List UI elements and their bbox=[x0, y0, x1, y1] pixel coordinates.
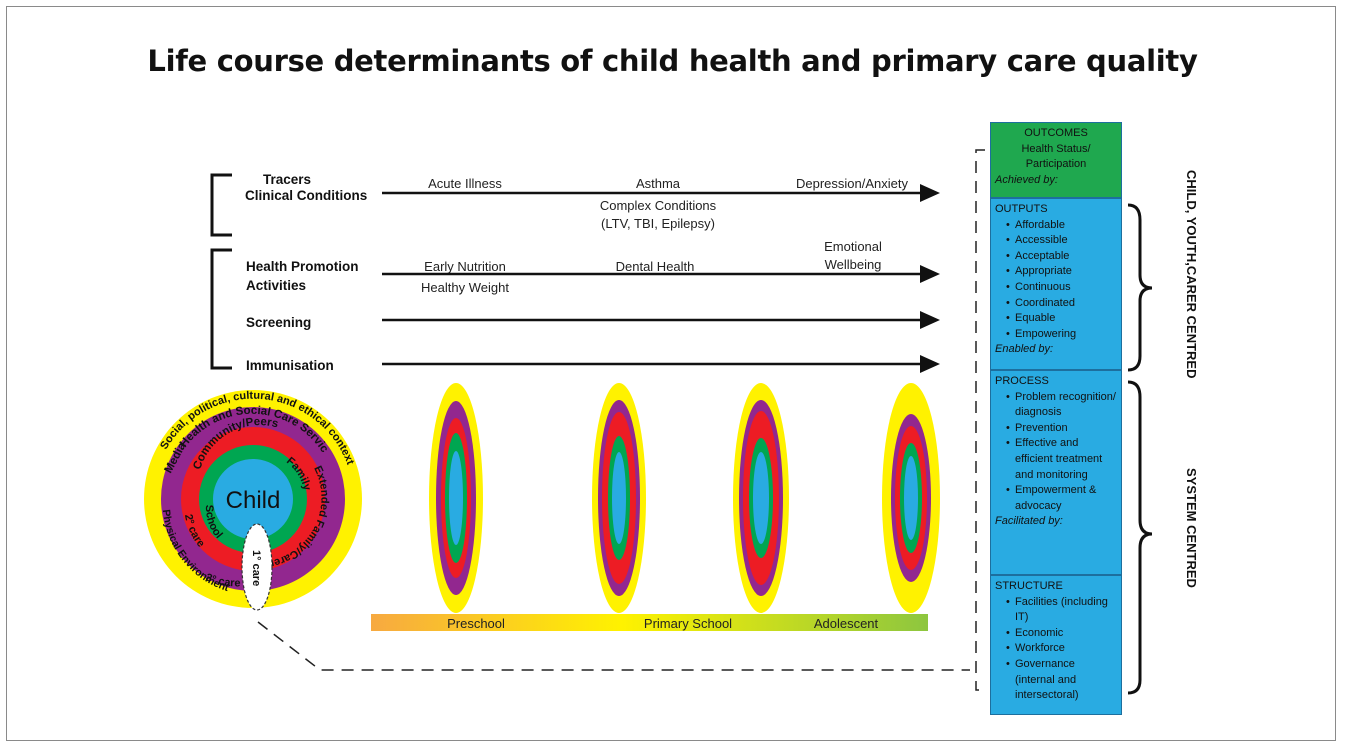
ecological-circle bbox=[144, 390, 362, 608]
label-immunisation: Immunisation bbox=[246, 358, 334, 373]
process-title: PROCESS bbox=[995, 375, 1049, 387]
structure-item: Workforce bbox=[1006, 641, 1117, 657]
stage-ellipse-1 bbox=[429, 383, 483, 613]
label-complex-detail: (LTV, TBI, Epilepsy) bbox=[601, 216, 715, 231]
brace-child-centred bbox=[1127, 203, 1153, 372]
label-healthy-weight: Healthy Weight bbox=[421, 280, 509, 295]
dashed-connector bbox=[257, 621, 970, 671]
structure-item: Facilities (including IT) bbox=[1006, 595, 1117, 626]
outputs-item: Coordinated bbox=[1006, 296, 1117, 312]
outputs-item: Equable bbox=[1006, 311, 1117, 327]
outcomes-line2: Participation bbox=[1025, 158, 1087, 171]
label-child: Child bbox=[226, 487, 281, 514]
figure-frame bbox=[6, 6, 1336, 741]
label-activities: Activities bbox=[246, 278, 307, 293]
box-outputs: OUTPUTS Affordable Accessible Acceptable… bbox=[990, 198, 1122, 370]
stage-ellipse-3 bbox=[733, 383, 789, 613]
label-asthma: Asthma bbox=[635, 176, 681, 191]
stage-ellipse-4 bbox=[882, 383, 940, 613]
arrow-clinical bbox=[382, 184, 940, 202]
page-title: Life course determinants of child health… bbox=[147, 44, 1198, 78]
label-child-centred: CHILD, YOUTH,CARER CENTRED bbox=[1184, 170, 1199, 379]
process-item: Prevention bbox=[1006, 421, 1117, 437]
label-primary-care: 1° care bbox=[250, 550, 262, 586]
label-adolescent: Adolescent bbox=[813, 616, 879, 631]
process-list: Problem recognition/ diagnosis Preventio… bbox=[995, 390, 1117, 515]
outputs-item: Empowering bbox=[1006, 327, 1117, 343]
label-emotional: Emotional bbox=[824, 239, 882, 254]
box-process: PROCESS Problem recognition/ diagnosis P… bbox=[990, 370, 1122, 575]
label-complex-conditions: Complex Conditions bbox=[599, 198, 717, 213]
label-screening: Screening bbox=[246, 315, 312, 330]
outcomes-line1: Health Status/ bbox=[1021, 142, 1091, 155]
outcomes-foot: Achieved by: bbox=[995, 173, 1058, 186]
label-early-nutrition: Early Nutrition bbox=[424, 259, 506, 274]
process-item: Empowerment & advocacy bbox=[1006, 483, 1117, 514]
structure-list: Facilities (including IT) Economic Workf… bbox=[995, 595, 1117, 704]
label-wellbeing: Wellbeing bbox=[824, 257, 882, 272]
label-primary-school: Primary School bbox=[643, 616, 733, 631]
arrow-health-promotion bbox=[382, 265, 940, 283]
dashed-bracket bbox=[975, 149, 985, 691]
label-acute-illness: Acute Illness bbox=[428, 176, 502, 191]
box-outcomes: OUTCOMES Health Status/ Participation Ac… bbox=[990, 122, 1122, 198]
label-system-centred: SYSTEM CENTRED bbox=[1184, 468, 1199, 588]
outcomes-title: OUTCOMES bbox=[1024, 127, 1088, 139]
outputs-item: Continuous bbox=[1006, 280, 1117, 296]
stage-bar bbox=[371, 614, 928, 631]
box-structure: STRUCTURE Facilities (including IT) Econ… bbox=[990, 575, 1122, 715]
outputs-foot: Enabled by: bbox=[995, 343, 1054, 356]
stage-ellipse-2 bbox=[592, 383, 646, 613]
primary-care-oval bbox=[241, 523, 273, 611]
outputs-item: Appropriate bbox=[1006, 264, 1117, 280]
structure-item: Economic bbox=[1006, 626, 1117, 642]
label-health-promotion: Health Promotion bbox=[246, 259, 359, 274]
outputs-list: Affordable Accessible Acceptable Appropr… bbox=[995, 218, 1117, 343]
structure-item: Governance (internal and intersectoral) bbox=[1006, 657, 1117, 704]
arrow-screening bbox=[382, 311, 940, 329]
outputs-title: OUTPUTS bbox=[995, 203, 1048, 215]
arrow-immunisation bbox=[382, 355, 940, 373]
label-tracers: Tracers bbox=[263, 172, 312, 187]
label-depression-anxiety: Depression/Anxiety bbox=[796, 176, 908, 191]
process-item: Effective and efficient treatment and mo… bbox=[1006, 436, 1117, 483]
structure-title: STRUCTURE bbox=[995, 580, 1063, 592]
label-dental-health: Dental Health bbox=[615, 259, 695, 274]
bracket-clinical bbox=[210, 173, 232, 237]
label-preschool: Preschool bbox=[447, 616, 505, 631]
bracket-prevention bbox=[210, 248, 232, 370]
process-item: Problem recognition/ diagnosis bbox=[1006, 390, 1117, 421]
outputs-item: Affordable bbox=[1006, 218, 1117, 234]
brace-system-centred bbox=[1127, 380, 1153, 695]
label-clinical-conditions: Clinical Conditions bbox=[245, 188, 368, 203]
outputs-item: Acceptable bbox=[1006, 249, 1117, 265]
label-services: Health and Social Care Services bbox=[0, 0, 331, 455]
outputs-item: Accessible bbox=[1006, 233, 1117, 249]
process-foot: Facilitated by: bbox=[995, 515, 1063, 528]
